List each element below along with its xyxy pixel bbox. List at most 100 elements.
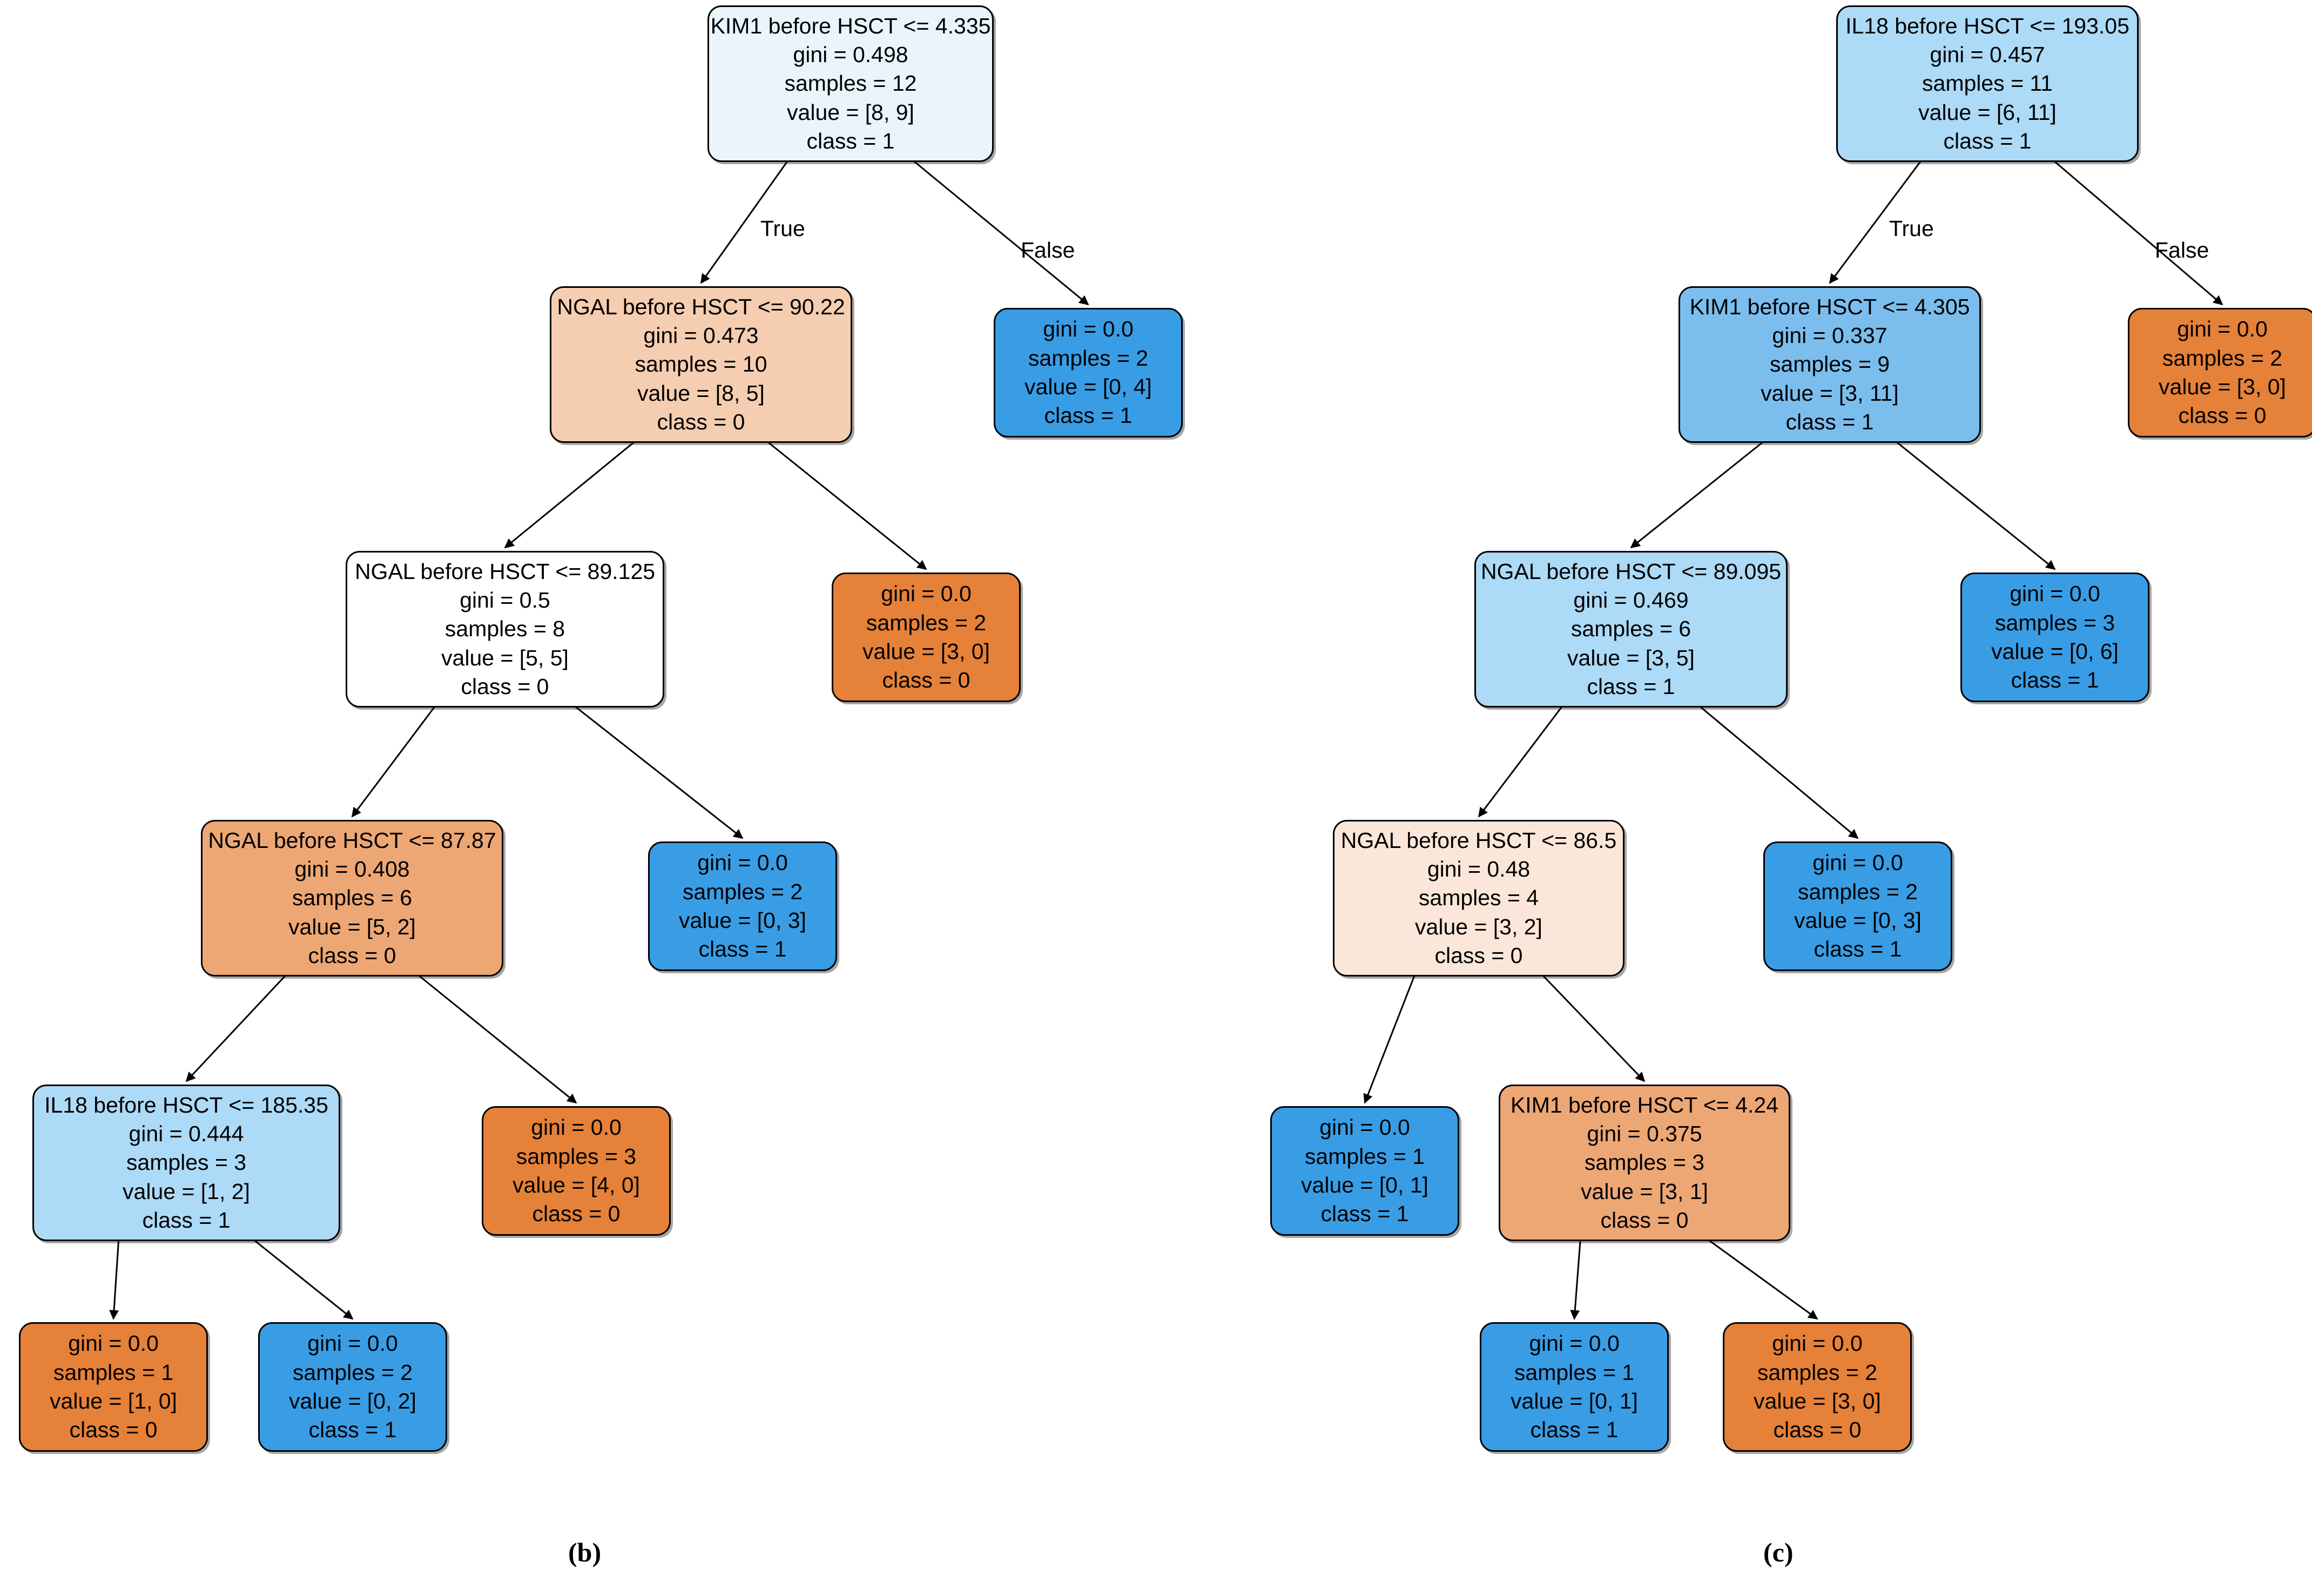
node-samples-text: samples = 2: [866, 610, 987, 635]
node-class-text: class = 0: [1600, 1207, 1689, 1233]
node-gini-text: gini = 0.0: [1812, 850, 1903, 876]
node-samples-text: samples = 6: [1570, 616, 1691, 642]
node-value-text: value = [0, 1]: [1511, 1389, 1638, 1413]
edge-label-true: True: [760, 216, 805, 241]
node-samples-text: samples = 6: [292, 885, 413, 911]
node-samples-text: samples = 1: [1514, 1359, 1635, 1385]
node-value-text: value = [0, 4]: [1024, 374, 1152, 399]
node-value-text: value = [1, 2]: [123, 1179, 250, 1204]
node-condition-text: KIM1 before HSCT <= 4.305: [1689, 294, 1970, 319]
node-samples-text: samples = 2: [1757, 1359, 1878, 1385]
node-samples-text: samples = 12: [784, 71, 917, 96]
node-class-text: class = 0: [308, 942, 396, 968]
caption-panel-c: (c): [1763, 1537, 1794, 1567]
node-class-text: class = 1: [1943, 128, 2032, 153]
node-gini-text: gini = 0.469: [1573, 588, 1689, 613]
node-class-text: class = 1: [142, 1207, 231, 1233]
node-gini-text: gini = 0.0: [1529, 1331, 1620, 1356]
node-gini-text: gini = 0.498: [793, 42, 908, 68]
node-value-text: value = [3, 0]: [862, 639, 990, 664]
node-samples-text: samples = 3: [1994, 610, 2115, 635]
node-value-text: value = [3, 2]: [1415, 914, 1542, 939]
node-class-text: class = 1: [698, 937, 787, 962]
node-samples-text: samples = 3: [516, 1143, 637, 1169]
node-condition-text: IL18 before HSCT <= 185.35: [44, 1092, 328, 1117]
node-gini-text: gini = 0.473: [643, 323, 759, 348]
node-value-text: value = [0, 1]: [1301, 1173, 1428, 1197]
tree-edge-b7-to-b9: [109, 1240, 120, 1320]
node-value-text: value = [0, 3]: [1794, 908, 1922, 933]
node-class-text: class = 1: [2011, 668, 2099, 693]
tree-node-c9: gini = 0.0 samples = 1 value = [0, 1] class…: [1480, 1322, 1669, 1452]
node-gini-text: gini = 0.0: [2010, 581, 2100, 607]
node-gini-text: gini = 0.0: [68, 1331, 159, 1356]
node-gini-text: gini = 0.0: [881, 581, 972, 607]
node-class-text: class = 1: [1587, 674, 1675, 699]
node-gini-text: gini = 0.375: [1587, 1121, 1702, 1147]
tree-edge-c1-to-c4: [1896, 441, 2056, 570]
node-class-text: class = 1: [1814, 937, 1902, 962]
node-class-text: class = 1: [1530, 1417, 1619, 1443]
node-gini-text: gini = 0.444: [129, 1121, 244, 1147]
tree-edge-c1-to-c3: [1630, 441, 1764, 549]
node-value-text: value = [8, 9]: [787, 99, 914, 125]
tree-edge-b3-to-b5: [351, 706, 436, 818]
node-samples-text: samples = 8: [444, 616, 565, 642]
tree-node-c5: NGAL before HSCT <= 86.5 gini = 0.48 sampl…: [1333, 820, 1625, 977]
node-condition-text: KIM1 before HSCT <= 4.24: [1510, 1092, 1779, 1117]
edge-label-false: False: [1021, 238, 1075, 262]
node-gini-text: gini = 0.0: [1319, 1115, 1410, 1140]
node-class-text: class = 1: [1044, 403, 1133, 428]
node-samples-text: samples = 4: [1418, 885, 1539, 911]
tree-edge-b5-to-b7: [185, 974, 286, 1082]
node-gini-text: gini = 0.0: [1043, 316, 1134, 342]
node-gini-text: gini = 0.0: [307, 1331, 398, 1356]
tree-edge-b1-to-b4: [767, 441, 927, 570]
node-value-text: value = [1, 0]: [50, 1389, 177, 1413]
node-samples-text: samples = 3: [126, 1150, 247, 1175]
node-samples-text: samples = 10: [635, 352, 767, 377]
node-value-text: value = [3, 1]: [1581, 1179, 1708, 1204]
tree-edge-c3-to-c5: [1478, 706, 1563, 818]
node-class-text: class = 0: [657, 409, 745, 434]
node-gini-text: gini = 0.5: [460, 588, 550, 613]
edge-label-false: False: [2155, 238, 2209, 262]
node-class-text: class = 0: [532, 1201, 621, 1227]
node-value-text: value = [0, 3]: [679, 908, 806, 933]
node-condition-text: NGAL before HSCT <= 89.095: [1480, 558, 1782, 584]
tree-edge-c8-to-c9: [1570, 1240, 1581, 1320]
tree-edge-c5-to-c8: [1542, 974, 1646, 1082]
tree-edge-b3-to-b6: [574, 705, 744, 839]
node-samples-text: samples = 2: [2162, 345, 2283, 371]
node-condition-text: NGAL before HSCT <= 87.87: [208, 827, 496, 853]
node-value-text: value = [3, 11]: [1761, 380, 1899, 406]
node-class-text: class = 0: [461, 674, 549, 699]
node-value-text: value = [4, 0]: [513, 1173, 640, 1197]
node-value-text: value = [3, 0]: [1754, 1389, 1881, 1413]
node-samples-text: samples = 2: [292, 1359, 413, 1385]
tree-edge-b7-to-b10: [253, 1239, 354, 1320]
tree-edge-b1-to-b3: [504, 441, 635, 549]
node-class-text: class = 1: [308, 1417, 397, 1443]
node-samples-text: samples = 11: [1922, 71, 2053, 96]
tree-edge-c8-to-c10: [1708, 1239, 1818, 1320]
node-class-text: class = 0: [2178, 403, 2267, 428]
node-gini-text: gini = 0.0: [531, 1115, 622, 1140]
node-class-text: class = 0: [69, 1417, 158, 1443]
node-condition-text: KIM1 before HSCT <= 4.335: [710, 13, 991, 38]
node-gini-text: gini = 0.0: [1772, 1331, 1863, 1356]
node-condition-text: NGAL before HSCT <= 86.5: [1340, 827, 1617, 853]
node-class-text: class = 1: [806, 128, 895, 153]
node-gini-text: gini = 0.48: [1427, 857, 1531, 882]
